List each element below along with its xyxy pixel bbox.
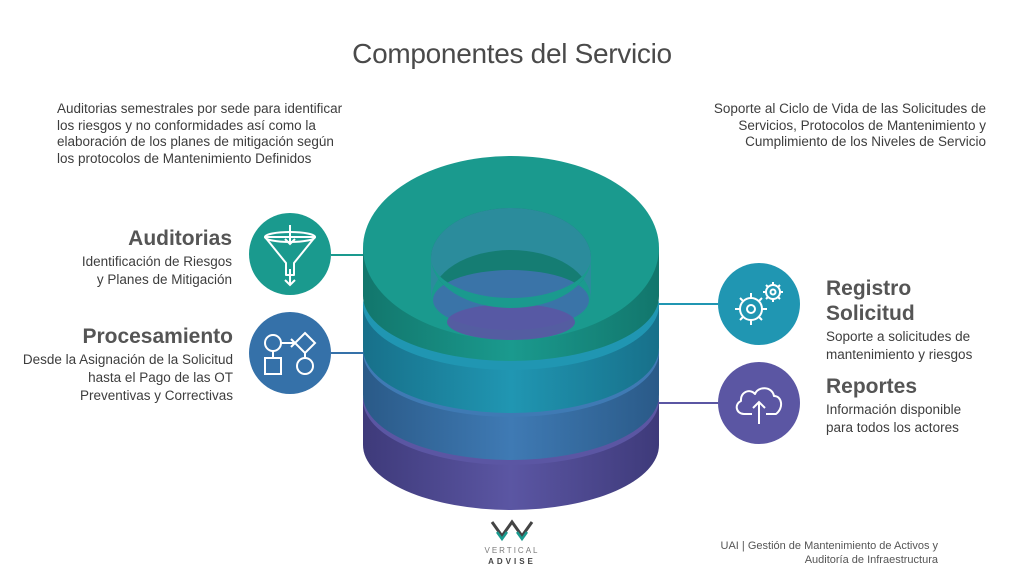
component-description: Desde la Asignación de la Solicitud hast…	[6, 351, 233, 405]
ring-layer-1	[363, 156, 659, 361]
connector-auditorias	[331, 254, 371, 256]
reportes-icon-circle	[718, 362, 800, 444]
funnel-icon	[264, 225, 316, 287]
connector-procesamiento	[331, 352, 371, 354]
procesamiento-icon-circle	[249, 312, 331, 394]
registro-icon-circle	[718, 263, 800, 345]
workflow-icon	[264, 331, 317, 375]
component-description: Soporte a solicitudes de mantenimiento y…	[826, 328, 1016, 364]
desc-line: Soporte a solicitudes de	[826, 329, 971, 344]
component-description: Información disponible para todos los ac…	[826, 401, 1016, 437]
desc-line: Información disponible	[826, 402, 962, 417]
desc-line: Desde la Asignación de la Solicitud	[22, 352, 233, 367]
footer-line: Auditoría de Infraestructura	[804, 554, 938, 566]
page-title: Componentes del Servicio	[352, 38, 672, 69]
footer-line: UAI | Gestión de Mantenimiento de Activo…	[720, 540, 938, 552]
component-title: Auditorias	[128, 227, 232, 250]
desc-line: Preventivas y Correctivas	[79, 388, 233, 403]
component-reportes: Reportes Información disponible para tod…	[826, 374, 1016, 437]
component-auditorias: Auditorias Identificación de Riesgos y P…	[40, 226, 232, 289]
gears-icon	[735, 282, 783, 325]
title-line: Solicitud	[826, 302, 915, 325]
component-procesamiento: Procesamiento Desde la Asignación de la …	[6, 324, 233, 405]
desc-line: mantenimiento y riesgos	[826, 347, 973, 362]
desc-line: y Planes de Mitigación	[96, 272, 232, 287]
component-title: Reportes	[826, 375, 918, 398]
logo-mark-icon	[490, 519, 534, 542]
desc-line: hasta el Pago de las OT	[88, 370, 233, 385]
component-title: Procesamiento	[82, 325, 233, 348]
left-description: Auditorias semestrales por sede para ide…	[57, 101, 343, 166]
logo-text-advise: ADVISE	[488, 557, 536, 566]
component-title: Registro Solicitud	[826, 276, 1016, 326]
footer-text: UAI | Gestión de Mantenimiento de Activo…	[690, 539, 938, 567]
component-description: Identificación de Riesgos y Planes de Mi…	[40, 253, 232, 289]
cloud-upload-icon	[735, 387, 782, 424]
vertical-advise-logo: VERTICAL ADVISE	[480, 518, 544, 566]
desc-line: Identificación de Riesgos	[81, 254, 232, 269]
component-registro: Registro Solicitud Soporte a solicitudes…	[826, 276, 1016, 364]
right-description: Soporte al Ciclo de Vida de las Solicitu…	[713, 101, 986, 149]
logo-text-vertical: VERTICAL	[484, 546, 540, 555]
title-line: Registro	[826, 277, 912, 300]
connector-registro	[656, 303, 718, 305]
auditorias-icon-circle	[249, 213, 331, 295]
desc-line: para todos los actores	[826, 420, 959, 435]
connector-reportes	[656, 402, 718, 404]
